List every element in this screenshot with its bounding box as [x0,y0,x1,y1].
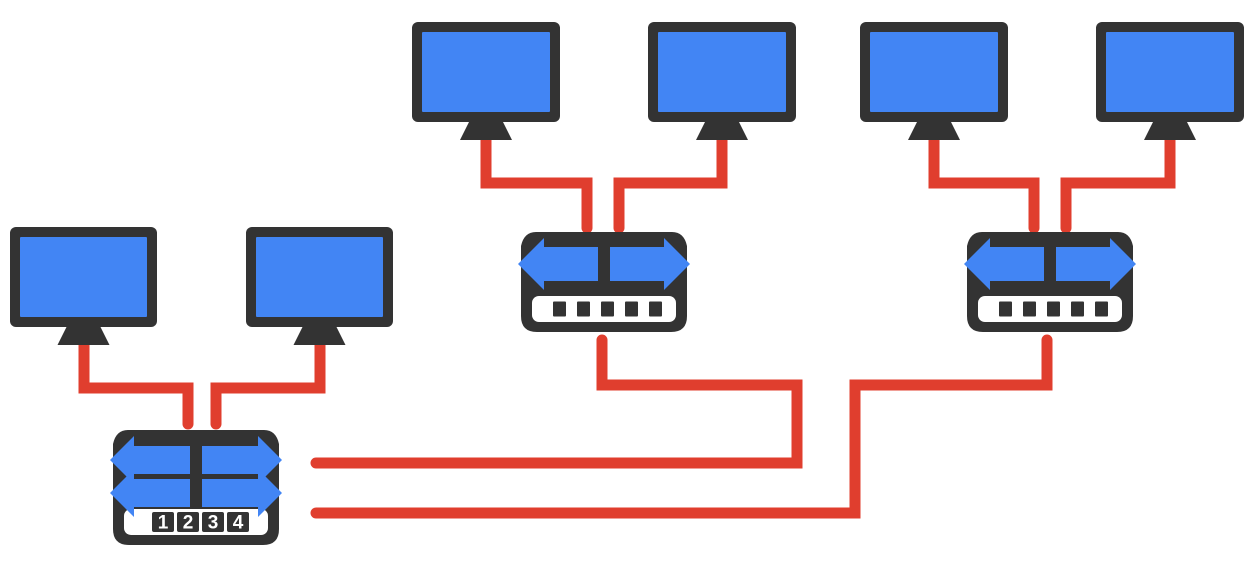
monitor-icon[interactable] [648,22,796,140]
switch-port-block[interactable] [1023,301,1036,317]
arrow-right-icon [610,238,690,290]
switch-port-number: 2 [183,513,194,534]
monitor-screen [658,32,786,112]
switch-port-block[interactable] [202,512,224,532]
switch-port-block[interactable] [1047,301,1060,317]
arrow-right-icon [202,469,282,517]
monitor-screen [256,237,383,317]
bidirectional-arrow [964,238,1136,290]
arrow-left-icon [964,238,1044,290]
switch-port-block[interactable] [649,301,662,317]
monitor-stand [293,327,346,345]
monitor-screen [870,32,998,112]
switch-port-block[interactable] [227,512,249,532]
switch-port-number: 3 [208,513,219,534]
network-switch-icon[interactable] [964,232,1136,332]
network-cable [210,339,326,430]
switch-port-block[interactable] [577,301,590,317]
arrow-left-icon [518,238,598,290]
monitor-stand [460,122,512,140]
monitor-screen [20,237,147,317]
monitor-icon[interactable] [1096,22,1244,140]
monitor-icon[interactable] [10,227,157,345]
network-cable [480,134,593,234]
monitor-screen [422,32,550,112]
switch-port-block[interactable] [601,301,614,317]
bidirectional-arrow [110,436,282,484]
network-cable [1060,134,1176,234]
cable-layer [78,134,1176,519]
monitor-icon[interactable] [860,22,1008,140]
network-cable [928,134,1040,234]
monitor-icon[interactable] [412,22,560,140]
arrow-left-icon [110,436,190,484]
switch-port-block[interactable] [152,512,174,532]
network-cable [78,339,194,430]
arrow-right-icon [1056,238,1136,290]
monitor-stand [908,122,960,140]
monitor-stand [1144,122,1196,140]
switch-port-block[interactable] [1095,301,1108,317]
monitor-icon[interactable] [246,227,393,345]
switch-port-block[interactable] [553,301,566,317]
switch-port-block[interactable] [177,512,199,532]
switch-port-block[interactable] [999,301,1012,317]
switch-port-block[interactable] [1071,301,1084,317]
network-cable [613,134,728,234]
network-switch-icon[interactable] [518,232,690,332]
switch-port-number: 4 [233,513,244,534]
monitor-stand [696,122,748,140]
bidirectional-arrow [518,238,690,290]
arrow-right-icon [202,436,282,484]
switch-port-block[interactable] [625,301,638,317]
switch-port-number: 1 [158,513,169,534]
arrow-left-icon [110,469,190,517]
monitor-screen [1106,32,1234,112]
network-cable [310,334,1053,519]
network-cable [310,334,803,469]
bidirectional-arrow [110,469,282,517]
monitor-stand [57,327,110,345]
